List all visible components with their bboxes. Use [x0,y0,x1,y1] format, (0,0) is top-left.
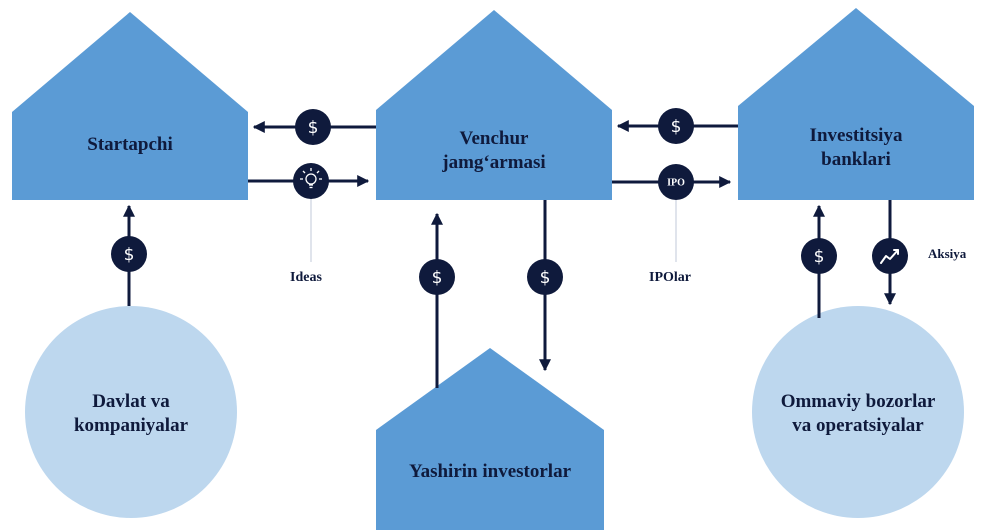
ideas-badge [293,163,329,199]
venchur-label: Venchur jamg‘armasi [442,128,546,173]
dollar-icon: $ [671,117,682,137]
ommaviy-circle [752,306,964,518]
dollar-badge-davlat: $ [111,236,147,272]
ommaviy-label: Ommaviy bozorlar va operatsiyalar [780,391,936,436]
dollar-icon: $ [308,118,319,138]
davlat-circle [25,306,237,518]
investitsiya-label: Investitsiya banklari [809,125,903,170]
dollar-icon: $ [124,245,135,265]
davlat-label: Davlat va kompaniyalar [73,391,189,436]
ipo-badge-text: IPO [667,178,685,189]
ideas-label: Ideas [290,270,322,285]
dollar-badge-venchur-startapchi: $ [295,109,331,145]
startapchi-house [12,12,248,200]
dollar-badge-ommaviy: $ [801,238,837,274]
dollar-icon: $ [432,268,443,288]
dollar-badge-yashirin-up: $ [419,259,455,295]
dollar-icon: $ [540,268,551,288]
ipolar-label: IPOlar [649,270,691,285]
investitsiya-house [738,8,974,200]
ipo-badge: IPO [658,164,694,200]
aksiya-badge [872,238,908,274]
trend-up-icon [880,249,899,264]
aksiya-label: Aksiya [928,246,967,261]
dollar-icon: $ [814,247,825,267]
dollar-badge-yashirin-down: $ [527,259,563,295]
dollar-badge-investitsiya-venchur: $ [658,108,694,144]
yashirin-house [376,348,604,530]
venchur-house [376,10,612,200]
lightbulb-icon [300,168,322,189]
startapchi-label: Startapchi [87,134,173,156]
yashirin-label: Yashirin investorlar [408,461,572,483]
